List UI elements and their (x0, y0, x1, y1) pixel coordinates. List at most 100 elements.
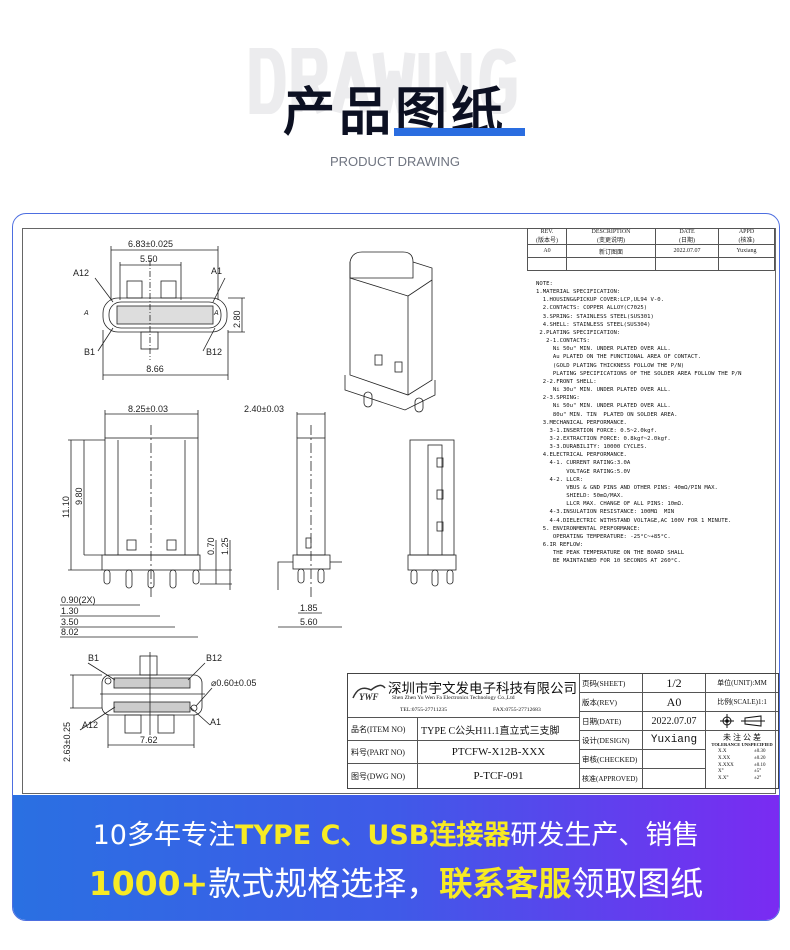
note-line: 4-3.INSULATION RESISTANCE: 100MΩ MIN (536, 509, 675, 516)
tolerance-value: ±5° (754, 769, 762, 774)
note-line: 3.SPRING: STAINLESS STEEL(SUS301) (536, 313, 654, 320)
specification-notes: NOTE: 1.MATERIAL SPECIFICATION: 1.HOUSING… (536, 280, 741, 565)
banner-contact-link[interactable]: 联系客服 (439, 864, 572, 903)
header-cell: APPD (738, 229, 755, 235)
dim-label: 2.63±0.25 (62, 722, 72, 762)
company-tel: TEL:0755-27711235 (400, 707, 448, 713)
dim-label: 0.90(2X) (61, 595, 96, 605)
note-line: 80u" MIN. TIN PLATED ON SOLDER AREA. (536, 411, 678, 418)
dim-label: 8.25±0.03 (128, 404, 168, 414)
pin-label: B12 (206, 653, 222, 663)
note-line: Ni 50u" MIN. UNDER PLATED OVER ALL. (536, 346, 671, 353)
note-line: 4-1. CURRENT RATING:3.0A (536, 460, 631, 467)
pin-label: A12 (73, 268, 89, 278)
pin-label: B1 (88, 653, 99, 663)
dim-label: 1.30 (61, 606, 79, 616)
bottom-view-labels: B1 B12 ⌀0.60±0.05 A12 A1 7.62 2.63±0.25 (62, 653, 256, 762)
note-line: 2.CONTACTS: COPPER ALLOY(C7025) (536, 305, 648, 312)
company-logo: YWF (352, 684, 386, 702)
projection-symbol (706, 712, 778, 731)
dim-label: 7.62 (140, 735, 158, 745)
dim-label: 0.70 (206, 537, 216, 555)
dim-label: ⌀0.60±0.05 (211, 678, 256, 688)
dim-label: 2.40±0.03 (244, 404, 284, 414)
note-line: 1.MATERIAL SPECIFICATION: (536, 289, 621, 296)
note-line: OPERATING TEMPERATURE: -25°C~+85°C. (536, 533, 671, 540)
pin-label: B12 (206, 347, 222, 357)
front-view-labels: 8.25±0.03 11.10 9.80 0.70 1.25 0.90(2X) … (61, 404, 230, 637)
dim-label: 9.80 (74, 487, 84, 505)
header-cell: (核准) (738, 238, 755, 244)
dim-label: 5.50 (140, 254, 158, 264)
banner-highlight: TYPE C、USB连接器 (234, 820, 511, 851)
rev-value: A0 (643, 693, 706, 712)
design-label: 设计(DESIGN) (580, 731, 643, 750)
note-line: Au PLATED ON THE FUNCTIONAL AREA OF CONT… (536, 354, 702, 361)
isometric-view (344, 251, 436, 413)
note-line: THE PEAK TEMPERATURE ON THE BOARD SHALL (536, 550, 685, 557)
side-view (277, 412, 342, 628)
banner-line-2: 1000+款式规格选择，联系客服领取图纸 (13, 857, 779, 905)
note-line: 2-2.FRONT SHELL: (536, 378, 597, 385)
note-line: 4.SHELL: STAINLESS STEEL(SUS304) (536, 321, 651, 328)
dim-label: 11.10 (61, 496, 71, 518)
banner-line-1: 10多年专注TYPE C、USB连接器研发生产、销售 (13, 813, 779, 852)
note-line: VBUS & GND PINS AND OTHER PINS: 40mΩ/PIN… (536, 484, 718, 491)
tolerance-key: X.XXX (718, 763, 734, 768)
note-line: NOTE: (536, 281, 553, 287)
dim-label: 1.85 (300, 603, 318, 613)
design-value: Yuxiang (643, 731, 706, 750)
note-line: 3-1.INSERTION FORCE: 0.5~2.0kgf. (536, 427, 658, 434)
company-name-cn: 深圳市宇文发电子科技有限公司 (388, 681, 577, 696)
tolerance-title: 未 注 公 差 (723, 733, 761, 742)
pin-label: A1 (211, 266, 222, 276)
table-row-empty (527, 257, 775, 271)
tolerance-block: 未 注 公 差 TOLERANCE UNSPECIFIED X.X±0.30 X… (706, 731, 778, 788)
unit-value: 单位(UNIT):MM (706, 674, 778, 693)
note-line: 4.ELECTRICAL PERFORMANCE. (536, 452, 627, 459)
scale-value: 比例(SCALE)1:1 (706, 693, 778, 712)
projection-icon (720, 714, 765, 728)
header-cell: DESCRIPTION (591, 229, 631, 235)
date-label: 日期(DATE) (580, 712, 643, 731)
rev-label: 版本(REV) (580, 693, 643, 712)
approved-value (643, 769, 706, 788)
side-view-labels: 2.40±0.03 1.85 5.60 (244, 404, 318, 627)
front-view (60, 410, 232, 638)
item-no-label: 品名(ITEM NO) (348, 718, 418, 741)
note-line: 4-2. LLCR: (536, 476, 584, 483)
bottom-view (70, 652, 213, 748)
title-underline (394, 128, 525, 136)
checked-value (643, 750, 706, 769)
note-line: SHIELD: 50mΩ/MAX. (536, 493, 624, 500)
note-line: 2-1.CONTACTS: (536, 338, 590, 345)
checked-label: 审核(CHECKED) (580, 750, 643, 769)
date-value: 2022.07.07 (643, 712, 706, 731)
section-label: A (213, 310, 219, 317)
note-line: 5. ENVIRONMENTAL PERFORMANCE: (536, 525, 641, 532)
note-line: BE MAINTAINED FOR 10 SECONDS AT 260°C. (536, 558, 681, 565)
revision-table: REV.(版本号) DESCRIPTION(变更说明) DATE(日期) APP… (527, 228, 775, 271)
title-block: YWF 深圳市宇文发电子科技有限公司 Shen Zhen Yu Wen Fa E… (347, 673, 779, 789)
drawing-card: 10多年专注TYPE C、USB连接器研发生产、销售 1000+款式规格选择，联… (12, 213, 780, 921)
sheet-label: 页码(SHEET) (580, 674, 643, 693)
header-cell: (版本号) (536, 238, 558, 244)
header-cell: (变更说明) (597, 238, 625, 244)
note-line: 6.IR REFLOW: (536, 542, 584, 548)
drawing-frame (22, 228, 776, 794)
tolerance-key: X° (718, 769, 724, 774)
note-line: 1.HOUSING&PICKUP COVER:LCP,UL94 V-0. (536, 297, 664, 304)
table-cell: Yuxiang (718, 244, 775, 258)
note-line: VOLTAGE RATING:5.0V (536, 468, 631, 475)
pin-label: A12 (82, 720, 98, 730)
table-cell: 新订图面 (566, 244, 656, 258)
pin-label: A1 (210, 717, 221, 727)
dwg-no-value: P-TCF-091 (418, 764, 580, 788)
note-line: LLCR MAX. CHANGE OF ALL PINS: 10mΩ. (536, 501, 685, 508)
tolerance-key: X.X (718, 749, 727, 754)
part-no-value: PTCFW-X12B-XXX (418, 741, 580, 764)
tolerance-value: ±0.30 (754, 749, 766, 754)
banner-text: 款式规格选择， (208, 864, 440, 903)
tolerance-key: X.XX (718, 756, 731, 761)
